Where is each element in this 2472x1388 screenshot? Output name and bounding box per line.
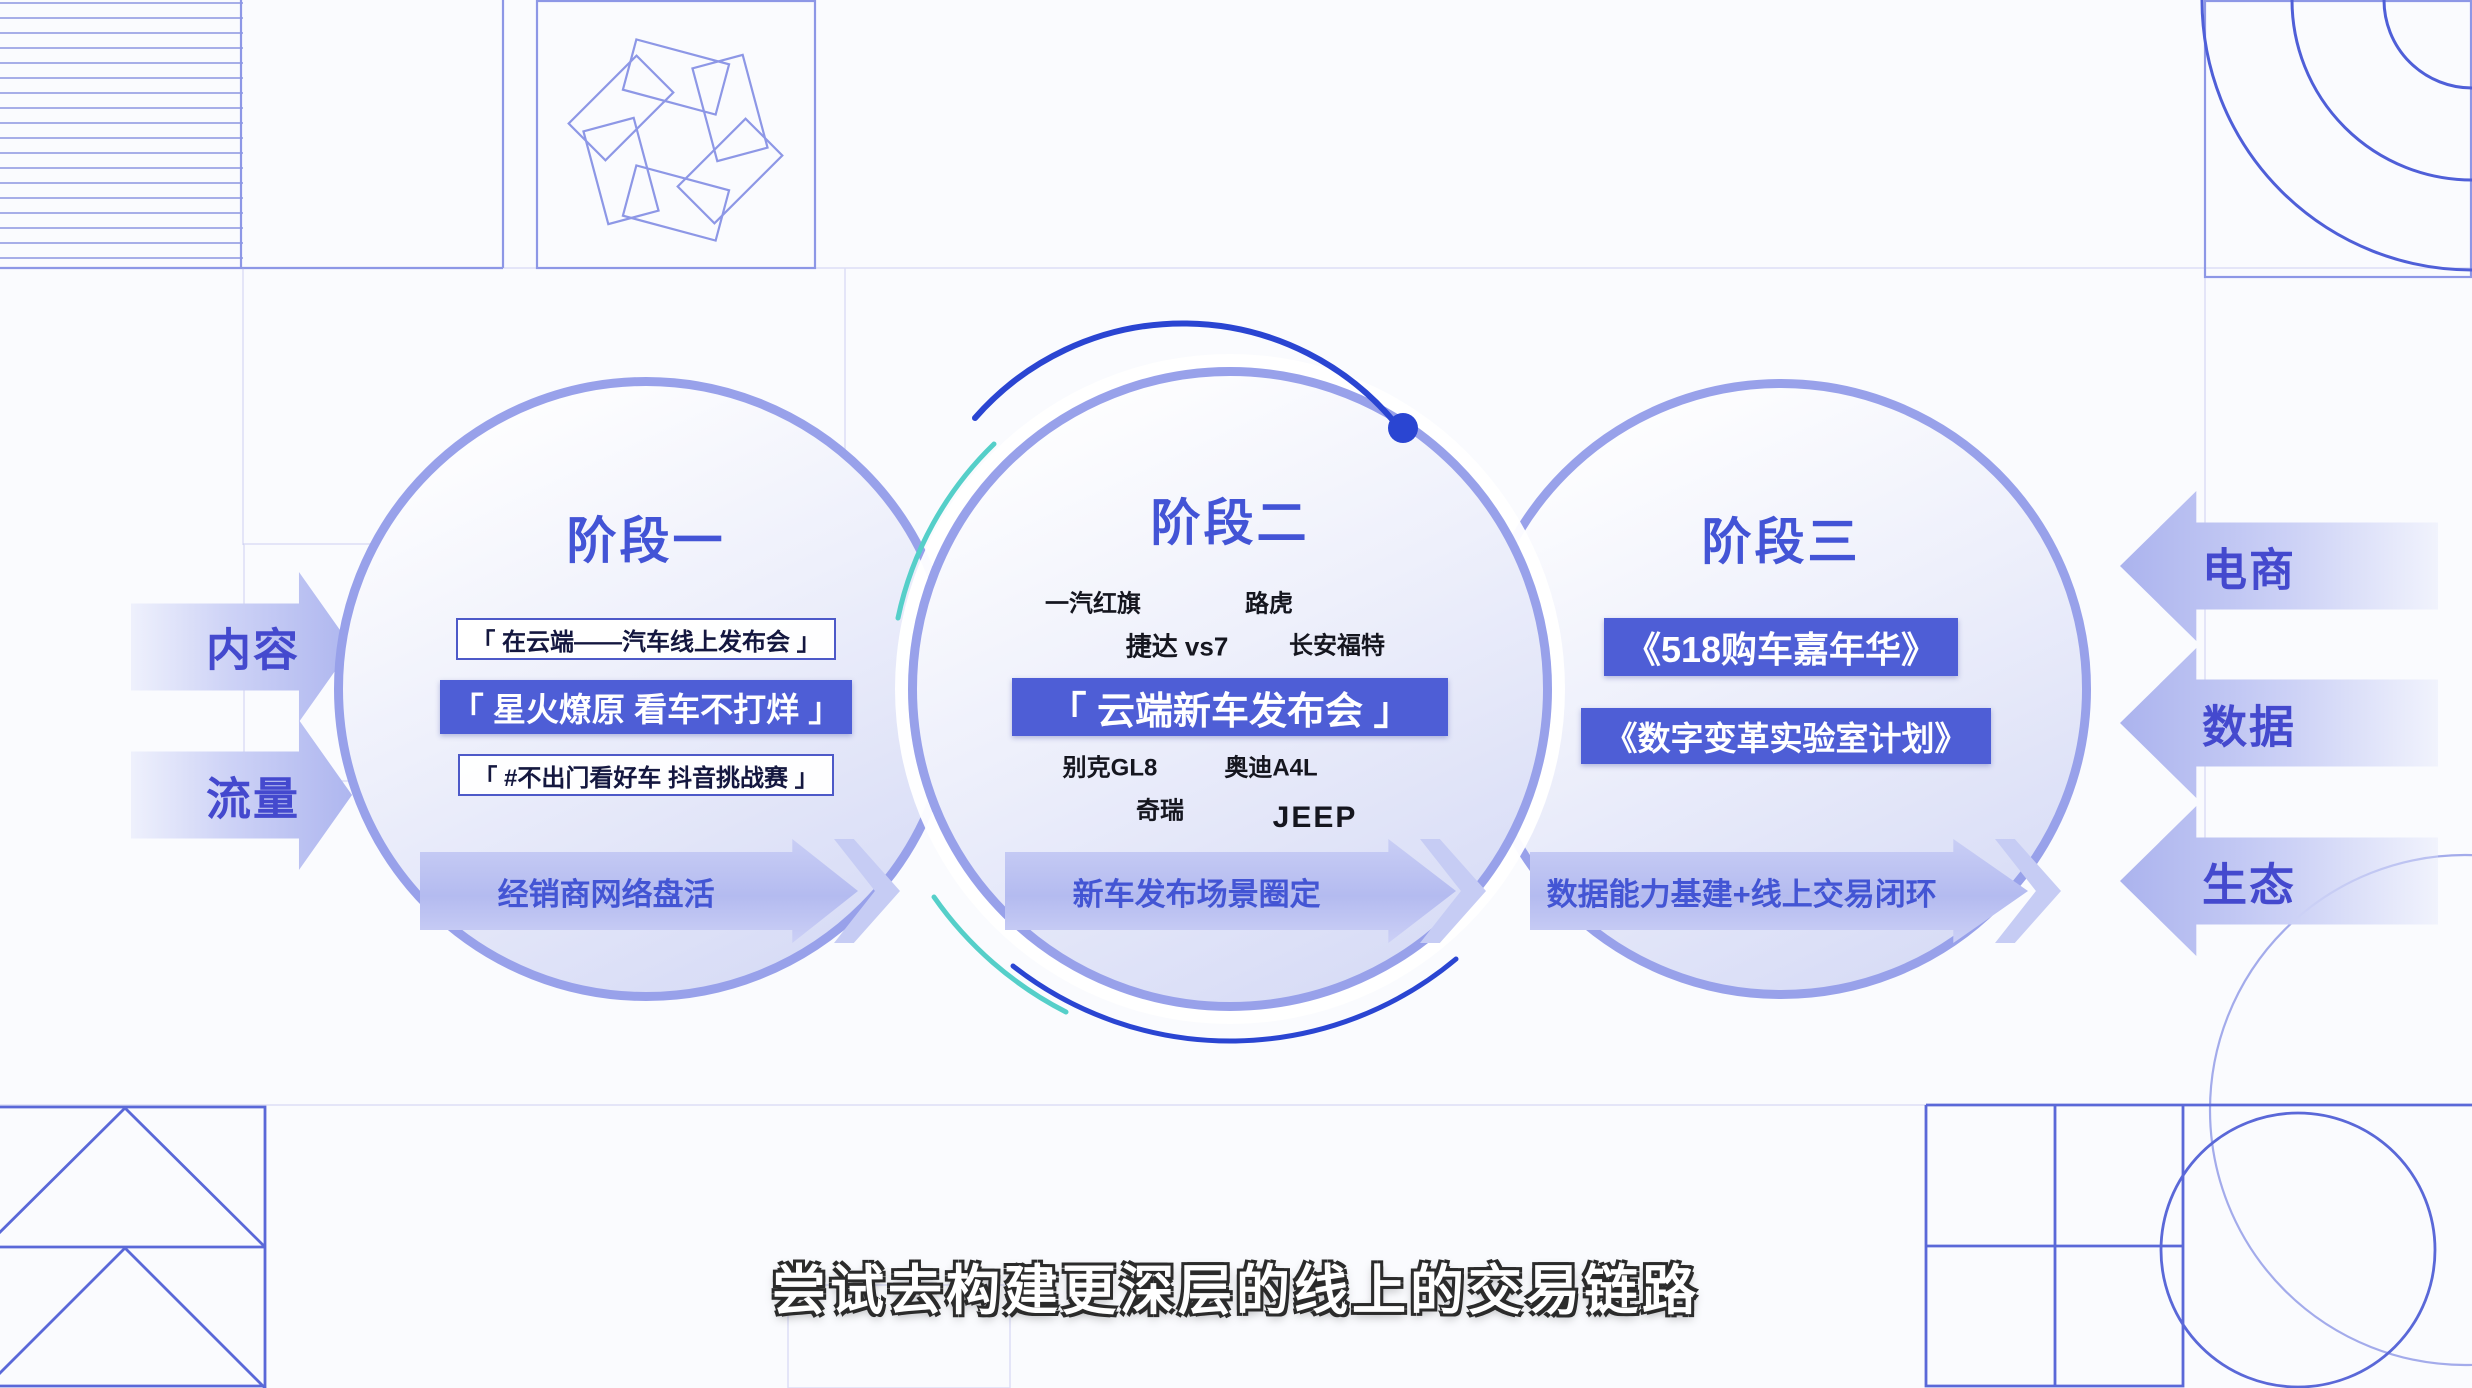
stage3-arrow-label: 数据能力基建+线上交易闭环	[1546, 876, 1937, 912]
stage2-bottom-arrow: 新车发布场景圈定	[1005, 839, 1456, 943]
brand-label-jeep: JEEP	[1272, 801, 1358, 834]
stage3-item-2-highlight: 《数字变革实验室计划》	[1581, 708, 1991, 764]
stage2-highlight: 「 云端新车发布会 」	[1012, 678, 1448, 736]
data-label: 数据	[2201, 701, 2297, 753]
video-subtitle: 尝试去构建更深层的线上的交易链路	[772, 1261, 1700, 1321]
stage1-item-1: 「 在云端——汽车线上发布会 」	[456, 618, 836, 660]
content-label: 内容	[205, 624, 301, 676]
stage3-item-1-highlight: 《518购车嘉年华》	[1604, 618, 1958, 676]
stage1-item-3: 「 #不出门看好车 抖音挑战赛 」	[458, 754, 834, 796]
brand-label-landrover: 路虎	[1245, 590, 1293, 618]
ruled-lines-decor	[0, 2, 243, 268]
brand-label-hongqi: 一汽红旗	[1045, 590, 1141, 618]
pinwheel-decor	[535, 0, 817, 270]
stage2-arrow-label: 新车发布场景圈定	[1072, 876, 1321, 912]
stage1-title: 阶段一	[566, 513, 726, 569]
traffic-label: 流量	[205, 773, 301, 825]
stage2-title: 阶段二	[1150, 495, 1310, 551]
brand-label-buick: 别克GL8	[1062, 754, 1158, 782]
stage3-title: 阶段三	[1701, 514, 1861, 570]
stage1-circle: 阶段一 「 在云端——汽车线上发布会 」 「 星火燎原 看车不打烊 」 「 #不…	[334, 377, 958, 1001]
stage1-arrow-label: 经销商网络盘活	[497, 876, 715, 912]
brand-label-audi: 奥迪A4L	[1224, 754, 1318, 782]
ecommerce-label: 电商	[2201, 544, 2297, 596]
brand-label-chery: 奇瑞	[1136, 797, 1184, 825]
stage3-bottom-arrow: 数据能力基建+线上交易闭环	[1530, 839, 2028, 943]
brand-label-changan-ford: 长安福特	[1289, 632, 1385, 660]
quarter-arcs-decor	[2200, 0, 2472, 279]
stage1-bottom-arrow: 经销商网络盘活	[420, 839, 858, 943]
stage2-circle: 阶段二 一汽红旗 路虎 捷达 vs7 长安福特 「 云端新车发布会 」 别克GL…	[908, 367, 1552, 1011]
brand-label-jetta: 捷达 vs7	[1125, 631, 1229, 662]
ecosystem-label: 生态	[2201, 859, 2297, 911]
stage3-circle: 阶段三 《518购车嘉年华》 《数字变革实验室计划》 数据能力基建+线上交易闭环	[1471, 379, 2091, 999]
stage1-item-2-highlight: 「 星火燎原 看车不打烊 」	[440, 680, 852, 734]
